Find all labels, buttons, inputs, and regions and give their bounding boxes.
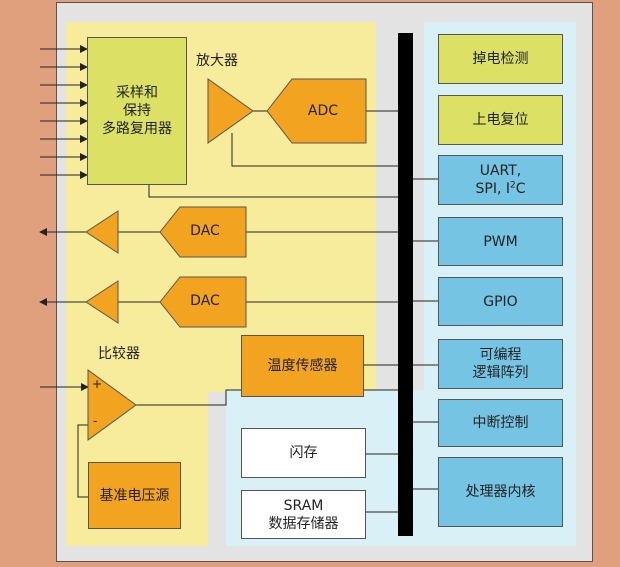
comparator-plus: + (92, 377, 103, 391)
comparator-minus: - (93, 414, 98, 428)
processor-core-block: 处理器内核 (438, 457, 563, 527)
dac2-label: DAC (190, 293, 220, 309)
interrupt-control-block: 中断控制 (438, 399, 563, 447)
brownout-detect-block: 掉电检测 (438, 34, 563, 84)
voltage-reference-block: 基准电压源 (88, 462, 181, 529)
adc-label: ADC (307, 103, 339, 119)
gpio-block: GPIO (438, 277, 563, 326)
adc-block (266, 78, 367, 144)
power-on-reset-block: 上电复位 (438, 95, 563, 145)
comparator-label: 比较器 (98, 346, 140, 362)
dac-buffer-1 (85, 210, 119, 254)
temperature-sensor-block: 温度传感器 (241, 335, 364, 397)
uart-spi-i2c-block: UART, SPI, I2C (438, 155, 563, 205)
system-bus (398, 33, 413, 536)
sram-block: SRAM 数据存储器 (241, 490, 366, 539)
programmable-logic-array-block: 可编程 逻辑阵列 (438, 339, 563, 389)
uart-line-2: SPI, I2C (475, 180, 526, 197)
flash-memory-block: 闪存 (241, 428, 366, 478)
comparator-triangle (87, 369, 137, 441)
mux-input-arrows (40, 45, 88, 179)
dac-block-2 (159, 276, 247, 328)
amplifier-triangle (207, 78, 254, 144)
dac-block-1 (159, 206, 247, 258)
uart-line-1: UART, (479, 163, 522, 179)
sample-hold-mux-block: 采样和 保持 多路复用器 (87, 37, 187, 185)
pwm-block: PWM (438, 217, 563, 266)
dac-buffer-2 (85, 280, 119, 324)
dac1-label: DAC (190, 223, 220, 239)
amplifier-label: 放大器 (196, 53, 238, 69)
